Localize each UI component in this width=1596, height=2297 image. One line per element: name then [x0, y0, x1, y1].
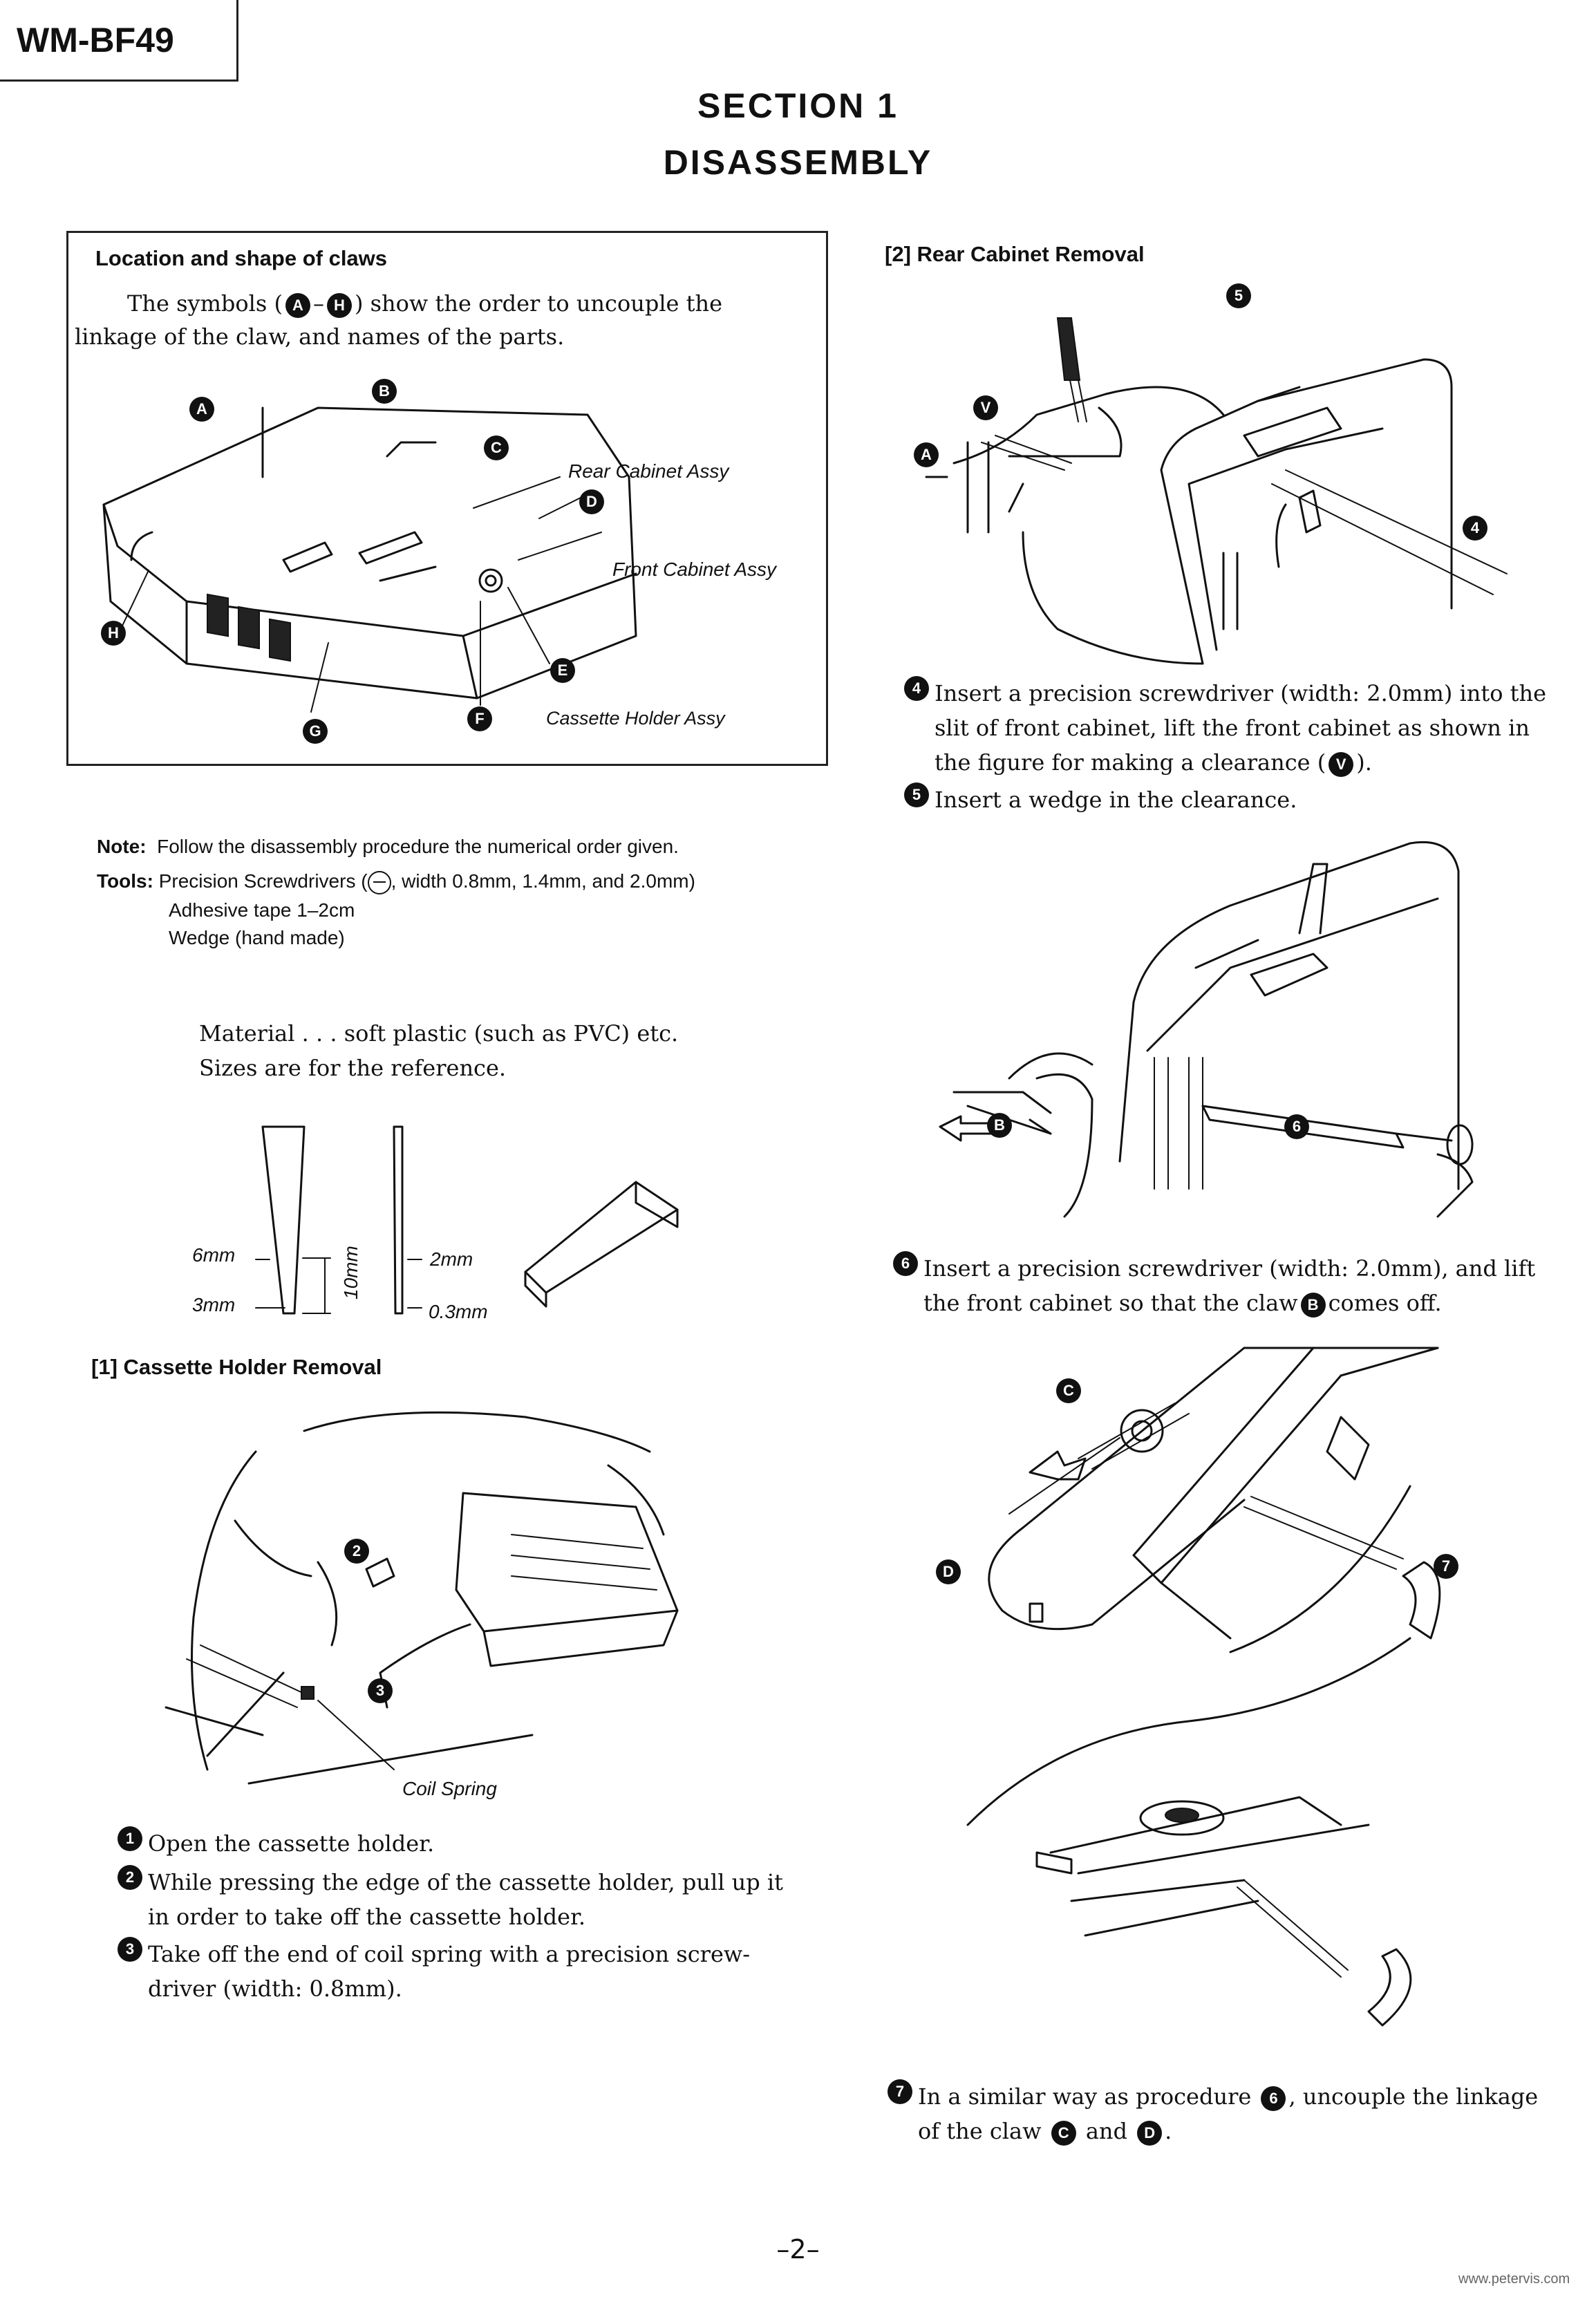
section-subtitle: DISASSEMBLY — [663, 143, 933, 182]
cassette-holder-removal-illustration — [165, 1411, 679, 1785]
watermark: www.petervis.com — [1458, 2271, 1570, 2287]
section1-step-3: 3 Take off the end of coil spring with a… — [115, 1937, 820, 2006]
section-title: SECTION 1 — [697, 86, 899, 125]
claws-intro-line1: The symbols (A–H) show the order to unco… — [127, 290, 723, 318]
section2-step-6: 6 Insert a precision screwdriver (width:… — [890, 1251, 1581, 1320]
fig1-marker-v: V — [973, 395, 998, 420]
claws-location-box — [66, 231, 828, 766]
section1-heading: [1] Cassette Holder Removal — [91, 1355, 382, 1379]
claws-box-title: Location and shape of claws — [95, 246, 388, 270]
section1-step-1: 1 Open the cassette holder. — [115, 1826, 820, 1861]
coil-spring-label: Coil Spring — [402, 1778, 497, 1799]
step5-marker: 5 — [904, 782, 929, 807]
wedge-dimension-drawing — [255, 1125, 679, 1315]
fig2-marker-6: 6 — [1284, 1114, 1309, 1139]
claw-c-marker: C — [484, 435, 509, 460]
rear-cabinet-label: Rear Cabinet Assy — [568, 460, 729, 482]
step7-marker: 7 — [888, 2079, 912, 2104]
marker-a-icon: A — [285, 292, 310, 318]
section1-step-2: 2 While pressing the edge of the cassett… — [115, 1865, 820, 1934]
page-number: –2– — [776, 2234, 820, 2265]
step6-marker: 6 — [893, 1251, 918, 1276]
wedge-bottom-thickness: 0.3mm — [429, 1301, 488, 1322]
section2-step-5: 5 Insert a wedge in the clearance. — [901, 782, 1579, 817]
fig3-marker-d: D — [936, 1559, 961, 1584]
rear-cabinet-figure-3 — [966, 1347, 1441, 2027]
fig2-marker-b: B — [987, 1113, 1012, 1138]
fig1-marker-5: 5 — [1226, 283, 1251, 308]
rear-cabinet-figure-1 — [925, 317, 1508, 665]
step2-marker: 2 — [344, 1539, 369, 1564]
cassette-player-illustration — [102, 406, 637, 713]
claw-b-marker: B — [372, 379, 397, 404]
claw-d-marker: D — [579, 489, 604, 514]
model-label: WM-BF49 — [0, 0, 238, 82]
front-cabinet-label: Front Cabinet Assy — [612, 559, 777, 580]
wedge-bottom-width: 3mm — [192, 1294, 236, 1315]
step4-marker: 4 — [904, 676, 929, 701]
claw-g-marker: G — [303, 719, 328, 744]
section2-heading: [2] Rear Cabinet Removal — [885, 242, 1145, 266]
claw-f-marker: F — [467, 706, 492, 731]
fig1-marker-4: 4 — [1463, 516, 1487, 541]
material-line2: Sizes are for the reference. — [199, 1055, 507, 1081]
tools-wedge: Wedge (hand made) — [169, 927, 345, 948]
tools-line: Tools: Precision Screwdrivers (, width 0… — [97, 867, 695, 896]
fig1-marker-a: A — [914, 442, 939, 467]
rear-cabinet-figure-2 — [939, 841, 1474, 1218]
note-line: Note: Follow the disassembly procedure t… — [97, 836, 679, 857]
fig3-marker-7: 7 — [1434, 1554, 1458, 1579]
flat-screwdriver-icon — [367, 870, 391, 894]
claw-a-marker: A — [189, 397, 214, 422]
cassette-holder-label: Cassette Holder Assy — [546, 708, 725, 729]
wedge-length: 10mm — [340, 1246, 362, 1300]
wedge-top-width: 6mm — [192, 1244, 236, 1266]
fig3-marker-c: C — [1056, 1378, 1081, 1403]
section2-step-7: 7 In a similar way as procedure 6, uncou… — [885, 2079, 1583, 2148]
section2-step-4: 4 Insert a precision screwdriver (width:… — [901, 676, 1579, 780]
claw-e-marker: E — [550, 658, 575, 683]
claw-h-marker: H — [101, 621, 126, 646]
claws-intro-line2: linkage of the claw, and names of the pa… — [75, 324, 565, 350]
material-line1: Material . . . soft plastic (such as PVC… — [199, 1020, 679, 1047]
tools-tape: Adhesive tape 1–2cm — [169, 899, 355, 921]
step1-marker: 1 — [118, 1826, 142, 1851]
step3-marker: 3 — [368, 1678, 393, 1703]
wedge-top-thickness: 2mm — [430, 1248, 473, 1270]
marker-h-icon: H — [326, 292, 352, 318]
